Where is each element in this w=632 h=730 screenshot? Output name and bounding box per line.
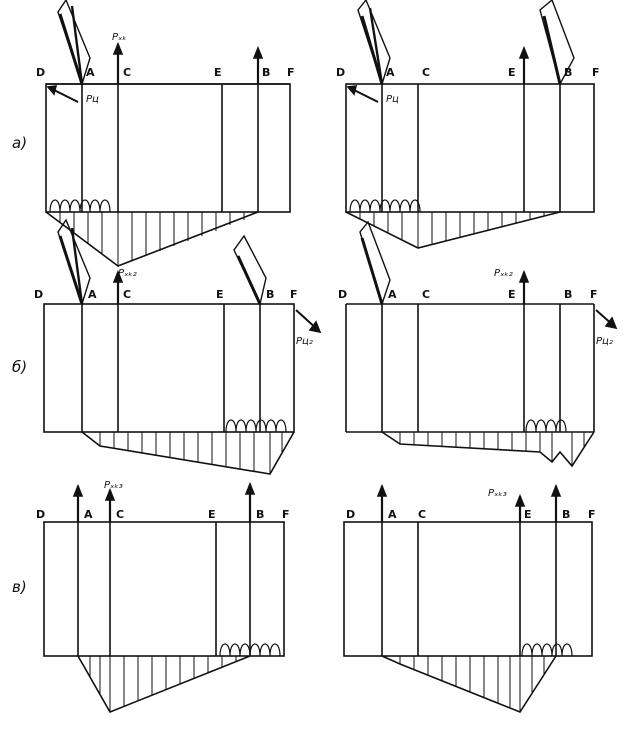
- moment-diagram: [77, 655, 251, 714]
- row-label-b: б): [12, 358, 27, 376]
- moment-diagram: [81, 431, 295, 475]
- label-f: F: [588, 508, 596, 521]
- label-a: A: [88, 288, 97, 301]
- label-a: A: [388, 508, 397, 521]
- force-label-side: Pц: [386, 94, 399, 105]
- label-f: F: [290, 288, 298, 301]
- label-b: B: [262, 66, 270, 79]
- label-a: A: [388, 288, 397, 301]
- panel-b-left: D A C E B F Pₓₖ₂ Pц₂: [34, 218, 322, 475]
- label-c: C: [422, 288, 430, 301]
- panel-v-left: D A C E B F Pₓₖ₃: [36, 480, 290, 714]
- label-a: A: [84, 508, 93, 521]
- force-label-side: Pц: [86, 94, 99, 105]
- force-label-top: Pₓₖ₂: [494, 268, 513, 279]
- panel-v-right: D A C E B F Pₓₖ₃: [343, 483, 596, 713]
- label-e: E: [508, 66, 516, 79]
- label-d: D: [346, 508, 355, 521]
- moment-diagram: [345, 211, 561, 249]
- row-label-a: а): [12, 134, 27, 152]
- label-a: A: [386, 66, 395, 79]
- label-b: B: [256, 508, 264, 521]
- moment-diagram: [381, 655, 557, 713]
- label-b: B: [564, 66, 572, 79]
- label-f: F: [592, 66, 600, 79]
- label-c: C: [422, 66, 430, 79]
- label-a: A: [86, 66, 95, 79]
- label-d: D: [36, 508, 45, 521]
- panel-a-right: D A C E B F Pц: [336, 0, 600, 249]
- label-c: C: [123, 288, 131, 301]
- label-f: F: [590, 288, 598, 301]
- force-label-top: Pₓₖ₃: [104, 480, 123, 491]
- force-label-side: Pц₂: [596, 336, 613, 347]
- label-b: B: [562, 508, 570, 521]
- force-label-top: Pₓₖ: [112, 32, 127, 43]
- label-f: F: [287, 66, 295, 79]
- label-d: D: [34, 288, 43, 301]
- label-b: B: [266, 288, 274, 301]
- label-e: E: [214, 66, 222, 79]
- label-d: D: [36, 66, 45, 79]
- label-f: F: [282, 508, 290, 521]
- row-label-v: в): [12, 578, 27, 596]
- label-b: B: [564, 288, 572, 301]
- panel-b-right: D A C E B F Pₓₖ₂ Pц₂: [338, 220, 618, 468]
- label-d: D: [338, 288, 347, 301]
- label-d: D: [336, 66, 345, 79]
- moment-diagram: [45, 211, 259, 267]
- label-e: E: [208, 508, 216, 521]
- label-c: C: [418, 508, 426, 521]
- panel-a-left: D A C E B F Pₓₖ Pц: [36, 0, 295, 267]
- label-e: E: [216, 288, 224, 301]
- label-c: C: [123, 66, 131, 79]
- force-label-side: Pц₂: [296, 336, 313, 347]
- force-label-top: Pₓₖ₂: [118, 268, 137, 279]
- label-e: E: [508, 288, 516, 301]
- force-label-top: Pₓₖ₃: [488, 488, 507, 499]
- label-c: C: [116, 508, 124, 521]
- spring-coil: [49, 199, 111, 213]
- frame-rect: [45, 83, 291, 213]
- label-e: E: [524, 508, 532, 521]
